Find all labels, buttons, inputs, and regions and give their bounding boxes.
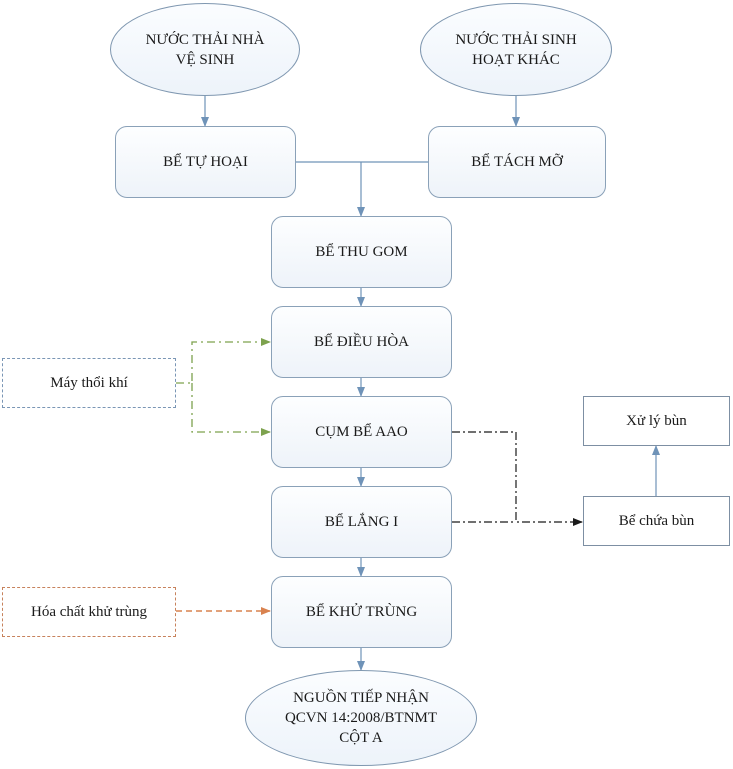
label-equalization-tank: BỂ ĐIỀU HÒA xyxy=(314,334,409,350)
node-other-wastewater: NƯỚC THẢI SINH HOẠT KHÁC xyxy=(420,3,612,96)
label-grease-trap: BỂ TÁCH MỠ xyxy=(471,154,563,170)
label-aao-tank: CỤM BỂ AAO xyxy=(315,424,408,440)
node-sludge-treatment: Xử lý bùn xyxy=(583,396,730,446)
label-disinfectant-chemical: Hóa chất khử trùng xyxy=(30,604,147,620)
air-line-lower xyxy=(191,383,271,436)
node-collection-tank: BỂ THU GOM xyxy=(271,216,452,288)
label-other-wastewater: NƯỚC THẢI SINH HOẠT KHÁC xyxy=(455,31,577,68)
sludge-line-aao xyxy=(452,431,583,526)
node-air-blower: Máy thổi khí xyxy=(2,358,176,408)
node-disinfection-tank: BỂ KHỬ TRÙNG xyxy=(271,576,452,648)
label-septic-tank: BỂ TỰ HOẠI xyxy=(163,154,248,170)
node-disinfectant-chemical: Hóa chất khử trùng xyxy=(2,587,176,637)
node-sludge-tank: Bể chứa bùn xyxy=(583,496,730,546)
node-settling-tank: BỂ LẮNG I xyxy=(271,486,452,558)
label-disinfection-tank: BỂ KHỬ TRÙNG xyxy=(305,604,418,620)
label-settling-tank: BỂ LẮNG I xyxy=(324,514,399,530)
node-grease-trap: BỂ TÁCH MỠ xyxy=(428,126,606,198)
node-aao-tank: CỤM BỂ AAO xyxy=(271,396,452,468)
label-sludge-treatment: Xử lý bùn xyxy=(626,413,687,429)
node-septic-tank: BỂ TỰ HOẠI xyxy=(115,126,296,198)
air-line-upper xyxy=(176,338,271,384)
label-toilet-wastewater: NƯỚC THẢI NHÀ VỆ SINH xyxy=(145,31,265,68)
label-collection-tank: BỂ THU GOM xyxy=(315,244,408,260)
node-toilet-wastewater: NƯỚC THẢI NHÀ VỆ SINH xyxy=(110,3,300,96)
label-air-blower: Máy thổi khí xyxy=(50,375,128,391)
node-receiving-source: NGUỒN TIẾP NHẬN QCVN 14:2008/BTNMT CỘT A xyxy=(245,670,477,766)
node-equalization-tank: BỂ ĐIỀU HÒA xyxy=(271,306,452,378)
label-sludge-tank: Bể chứa bùn xyxy=(618,513,695,529)
label-receiving-source: NGUỒN TIẾP NHẬN QCVN 14:2008/BTNMT CỘT A xyxy=(284,690,438,746)
